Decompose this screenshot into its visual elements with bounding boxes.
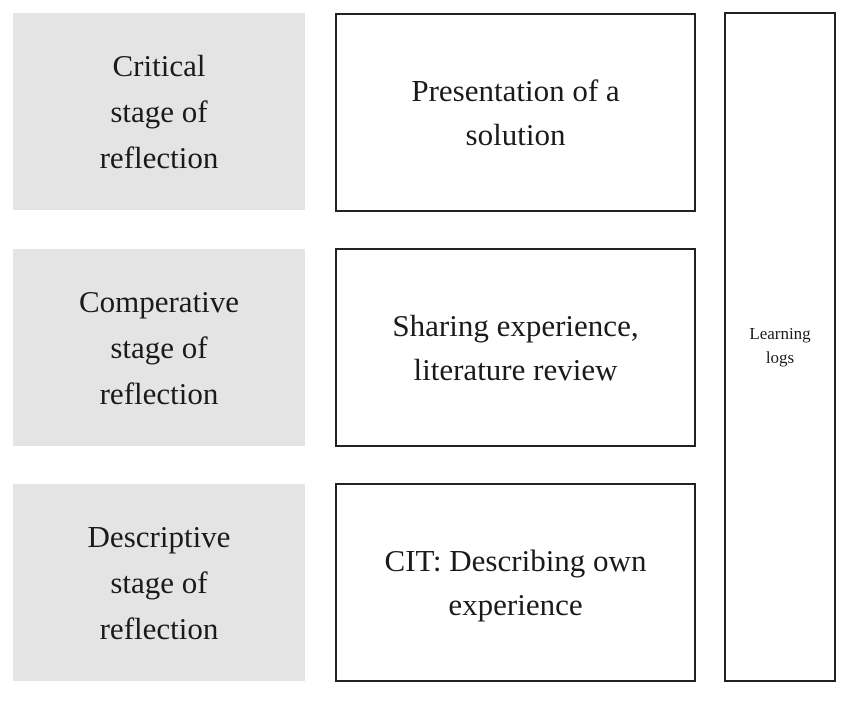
stage-comparative: Comperative stage of reflection (13, 249, 305, 446)
stage-label-line: stage of (110, 564, 208, 600)
stage-label-line: reflection (99, 139, 219, 175)
stage-label-line: reflection (99, 375, 219, 411)
learning-logs-line: logs (765, 348, 795, 367)
activity-presentation: Presentation of a solution (335, 13, 696, 212)
stage-label-line: stage of (110, 329, 208, 365)
activity-sharing: Sharing experience, literature review (335, 248, 696, 447)
stage-descriptive: Descriptive stage of reflection (13, 484, 305, 681)
activity-label-line: Presentation of a (411, 72, 620, 108)
activity-label-line: literature review (413, 351, 618, 387)
stage-label-line: stage of (110, 93, 208, 129)
activity-label-line: solution (465, 116, 566, 152)
learning-logs-label: Learning logs (726, 322, 834, 370)
stage-label-line: reflection (99, 610, 219, 646)
stage-label-line: Descriptive (87, 518, 231, 554)
stage-label-line: Comperative (78, 283, 240, 319)
stage-critical: Critical stage of reflection (13, 13, 305, 210)
stage-label-line: Critical (112, 47, 206, 83)
activity-label-line: experience (448, 586, 583, 622)
learning-logs-box: Learning logs (724, 12, 836, 682)
activity-label-line: CIT: Describing own (384, 542, 647, 578)
activity-label-line: Sharing experience, (392, 307, 639, 343)
activity-cit: CIT: Describing own experience (335, 483, 696, 682)
learning-logs-line: Learning (749, 324, 811, 343)
